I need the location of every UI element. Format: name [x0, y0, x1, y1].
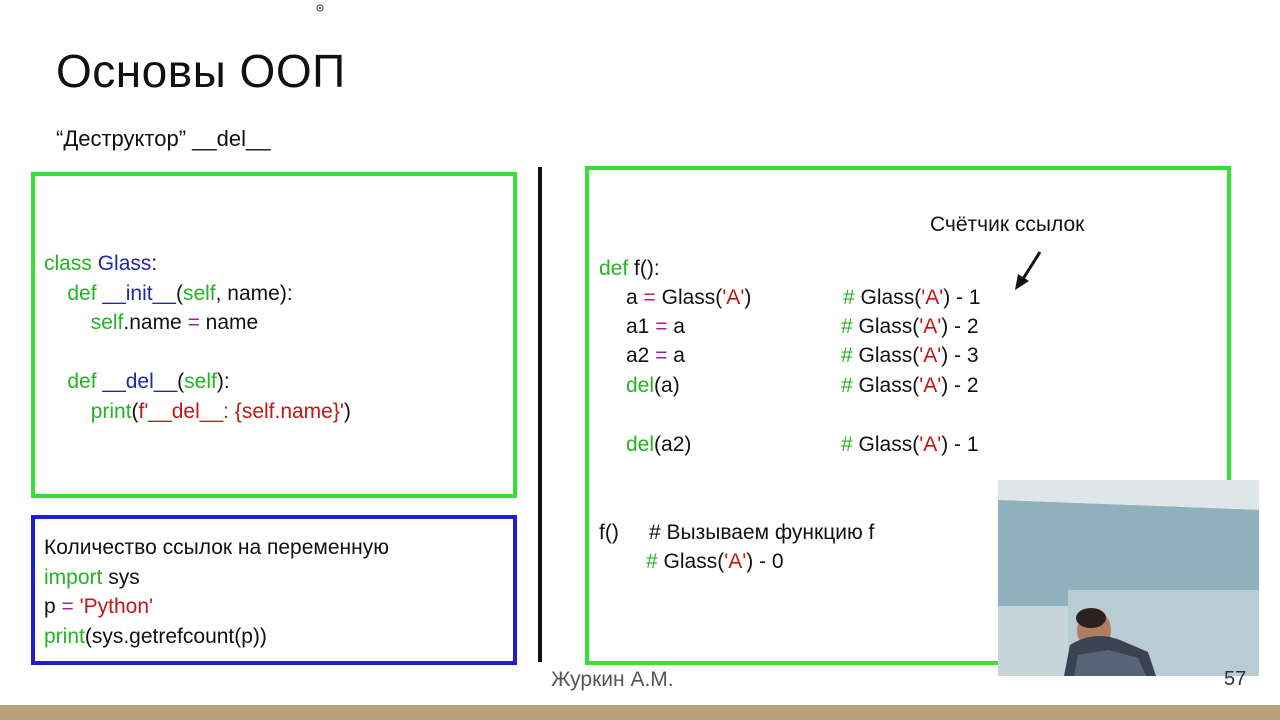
webcam-video — [998, 480, 1259, 676]
slide-title: Основы ООП — [56, 45, 346, 97]
comment-line-a: # Glass('A') - 1 — [843, 286, 981, 309]
vertical-divider — [538, 167, 542, 662]
def-line: def f(): — [599, 257, 660, 280]
author-footer: Журкин А.М. — [551, 668, 674, 691]
page-number: 57 — [1224, 668, 1247, 690]
comment-line-del-a: # Glass('A') - 2 — [841, 374, 979, 397]
code-line-a2: a2 = a — [626, 344, 685, 367]
refcount-code: Количество ссылок на переменную import s… — [44, 536, 389, 648]
function-call-line: f() — [599, 521, 619, 544]
code-line-del-a: del(a) — [626, 374, 680, 397]
code-line-a1: a1 = a — [626, 315, 685, 338]
bottom-bar — [0, 705, 1280, 720]
code-line-a: a = Glass('A') — [626, 286, 752, 309]
function-code-box — [585, 166, 1231, 665]
comment-line-del-a2: # Glass('A') - 1 — [841, 433, 979, 456]
refcount-code-box — [31, 515, 517, 665]
arrow-icon — [1015, 251, 1042, 290]
class-code-box — [31, 172, 517, 498]
function-call-comment: # Вызываем функцию f — [649, 521, 875, 544]
reference-counter-label: Счётчик ссылок — [930, 213, 1085, 236]
cursor-icon — [314, 0, 326, 12]
code-line-del-a2: del(a2) — [626, 433, 692, 456]
comment-line-a2: # Glass('A') - 3 — [841, 344, 979, 367]
comment-line-a1: # Glass('A') - 2 — [841, 315, 979, 338]
slide-subtitle: “Деструктор” __del__ — [56, 126, 271, 151]
class-code: class Glass: def __init__(self, name): s… — [44, 252, 351, 423]
final-comment-line: # Glass('A') - 0 — [646, 550, 784, 573]
